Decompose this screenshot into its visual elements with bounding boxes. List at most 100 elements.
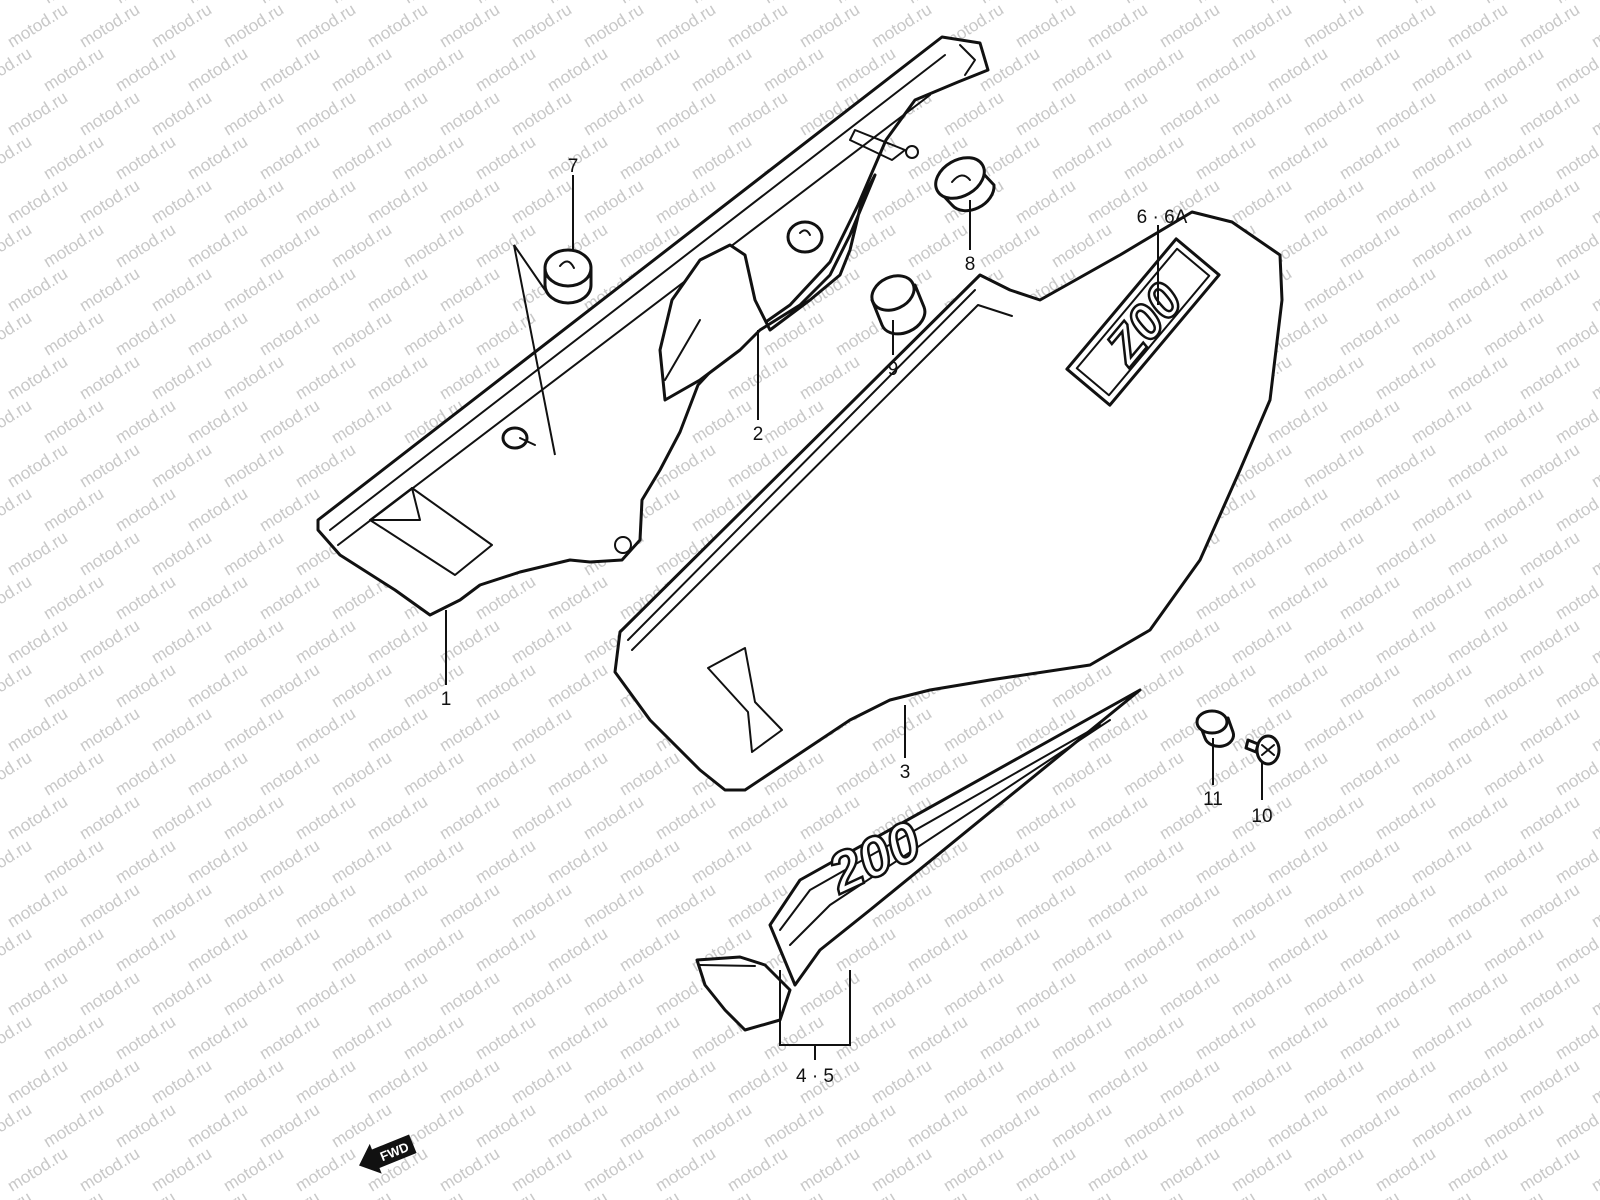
watermark-text: motod.ru xyxy=(544,1188,611,1200)
frame-cover-part-1 xyxy=(316,35,990,617)
watermark-text: motod.ru xyxy=(0,748,35,800)
watermark-text: motod.ru xyxy=(580,704,647,756)
watermark-text: motod.ru xyxy=(724,1144,791,1196)
watermark-text: motod.ru xyxy=(1372,528,1439,580)
watermark-text: motod.ru xyxy=(688,396,755,448)
watermark-text: motod.ru xyxy=(1264,44,1331,96)
watermark-text: motod.ru xyxy=(220,0,287,51)
watermark-text: motod.ru xyxy=(0,396,35,448)
watermark-text: motod.ru xyxy=(1228,0,1295,51)
watermark-text: motod.ru xyxy=(724,0,791,51)
watermark-text: motod.ru xyxy=(1408,132,1475,184)
watermark-text: motod.ru xyxy=(868,176,935,228)
watermark-text: motod.ru xyxy=(1480,572,1547,624)
watermark-text: motod.ru xyxy=(220,704,287,756)
watermark-text: motod.ru xyxy=(76,264,143,316)
watermark-text: motod.ru xyxy=(364,616,431,668)
watermark-text: motod.ru xyxy=(1552,1100,1600,1152)
watermark-text: motod.ru xyxy=(1372,88,1439,140)
watermark-text: motod.ru xyxy=(184,44,251,96)
watermark-text: motod.ru xyxy=(436,1144,503,1196)
watermark-text: motod.ru xyxy=(1048,836,1115,888)
watermark-text: motod.ru xyxy=(4,264,71,316)
watermark-text: motod.ru xyxy=(328,308,395,360)
watermark-text: motod.ru xyxy=(1588,528,1600,580)
watermark-text: motod.ru xyxy=(1084,792,1151,844)
watermark-text: motod.ru xyxy=(1552,396,1600,448)
watermark-text: motod.ru xyxy=(1012,792,1079,844)
watermark-text: motod.ru xyxy=(40,44,107,96)
watermark-text: motod.ru xyxy=(4,176,71,228)
watermark-text: motod.ru xyxy=(1408,1188,1475,1200)
watermark-text: motod.ru xyxy=(4,880,71,932)
watermark-text: motod.ru xyxy=(1012,1144,1079,1196)
watermark-text: motod.ru xyxy=(436,88,503,140)
watermark-text: motod.ru xyxy=(1336,220,1403,272)
watermark-text: motod.ru xyxy=(1552,1188,1600,1200)
watermark-text: motod.ru xyxy=(1336,44,1403,96)
watermark-text: motod.ru xyxy=(76,1056,143,1108)
watermark-text: motod.ru xyxy=(940,1056,1007,1108)
watermark-text: motod.ru xyxy=(292,352,359,404)
watermark-text: motod.ru xyxy=(112,1012,179,1064)
watermark-text: motod.ru xyxy=(148,880,215,932)
watermark-text: motod.ru xyxy=(292,176,359,228)
watermark-text: motod.ru xyxy=(544,748,611,800)
watermark-text: motod.ru xyxy=(112,748,179,800)
watermark-text: motod.ru xyxy=(472,220,539,272)
watermark-text: motod.ru xyxy=(292,1056,359,1108)
watermark-text: motod.ru xyxy=(40,484,107,536)
watermark-text: motod.ru xyxy=(148,88,215,140)
watermark-text: motod.ru xyxy=(1552,924,1600,976)
watermark-text: motod.ru xyxy=(1372,792,1439,844)
watermark-text: motod.ru xyxy=(688,836,755,888)
watermark-text: motod.ru xyxy=(0,836,35,888)
watermark-text: motod.ru xyxy=(1336,132,1403,184)
watermark-text: motod.ru xyxy=(1300,264,1367,316)
watermark-text: motod.ru xyxy=(1444,176,1511,228)
watermark-text: motod.ru xyxy=(1444,1144,1511,1196)
watermark-text: motod.ru xyxy=(436,792,503,844)
watermark-text: motod.ru xyxy=(1048,1012,1115,1064)
watermark-text: motod.ru xyxy=(0,308,35,360)
watermark-text: motod.ru xyxy=(1372,704,1439,756)
watermark-text: motod.ru xyxy=(364,88,431,140)
watermark-text: motod.ru xyxy=(472,748,539,800)
watermark-text: motod.ru xyxy=(220,176,287,228)
watermark-text: motod.ru xyxy=(1120,1188,1187,1200)
watermark-text: motod.ru xyxy=(1084,0,1151,51)
watermark-text: motod.ru xyxy=(1300,88,1367,140)
watermark-text: motod.ru xyxy=(76,704,143,756)
watermark-text: motod.ru xyxy=(1300,1056,1367,1108)
watermark-text: motod.ru xyxy=(1444,616,1511,668)
watermark-text: motod.ru xyxy=(292,0,359,51)
grommet-part-11 xyxy=(1195,709,1235,748)
watermark-text: motod.ru xyxy=(1012,176,1079,228)
watermark-text: motod.ru xyxy=(256,748,323,800)
watermark-text: motod.ru xyxy=(688,1100,755,1152)
watermark-text: motod.ru xyxy=(832,1188,899,1200)
label-part-9: 9 xyxy=(888,359,899,380)
watermark-text: motod.ru xyxy=(1300,1144,1367,1196)
watermark-text: motod.ru xyxy=(1264,1012,1331,1064)
watermark-text: motod.ru xyxy=(76,176,143,228)
watermark-text: motod.ru xyxy=(1552,308,1600,360)
grommet-part-8 xyxy=(934,156,996,213)
watermark-text: motod.ru xyxy=(400,220,467,272)
watermark-text: motod.ru xyxy=(1192,572,1259,624)
label-part-11: 11 xyxy=(1203,789,1223,810)
watermark-text: motod.ru xyxy=(1048,1188,1115,1200)
watermark-text: motod.ru xyxy=(364,264,431,316)
watermark-text: motod.ru xyxy=(292,88,359,140)
watermark-text: motod.ru xyxy=(1444,1056,1511,1108)
watermark-text: motod.ru xyxy=(1408,44,1475,96)
watermark-text: motod.ru xyxy=(1408,396,1475,448)
watermark-text: motod.ru xyxy=(1588,616,1600,668)
watermark-text: motod.ru xyxy=(400,836,467,888)
watermark-text: motod.ru xyxy=(1156,880,1223,932)
watermark-text: motod.ru xyxy=(976,1100,1043,1152)
watermark-text: motod.ru xyxy=(1444,0,1511,51)
watermark-text: motod.ru xyxy=(1336,748,1403,800)
watermark-text: motod.ru xyxy=(148,528,215,580)
watermark-text: motod.ru xyxy=(256,1100,323,1152)
